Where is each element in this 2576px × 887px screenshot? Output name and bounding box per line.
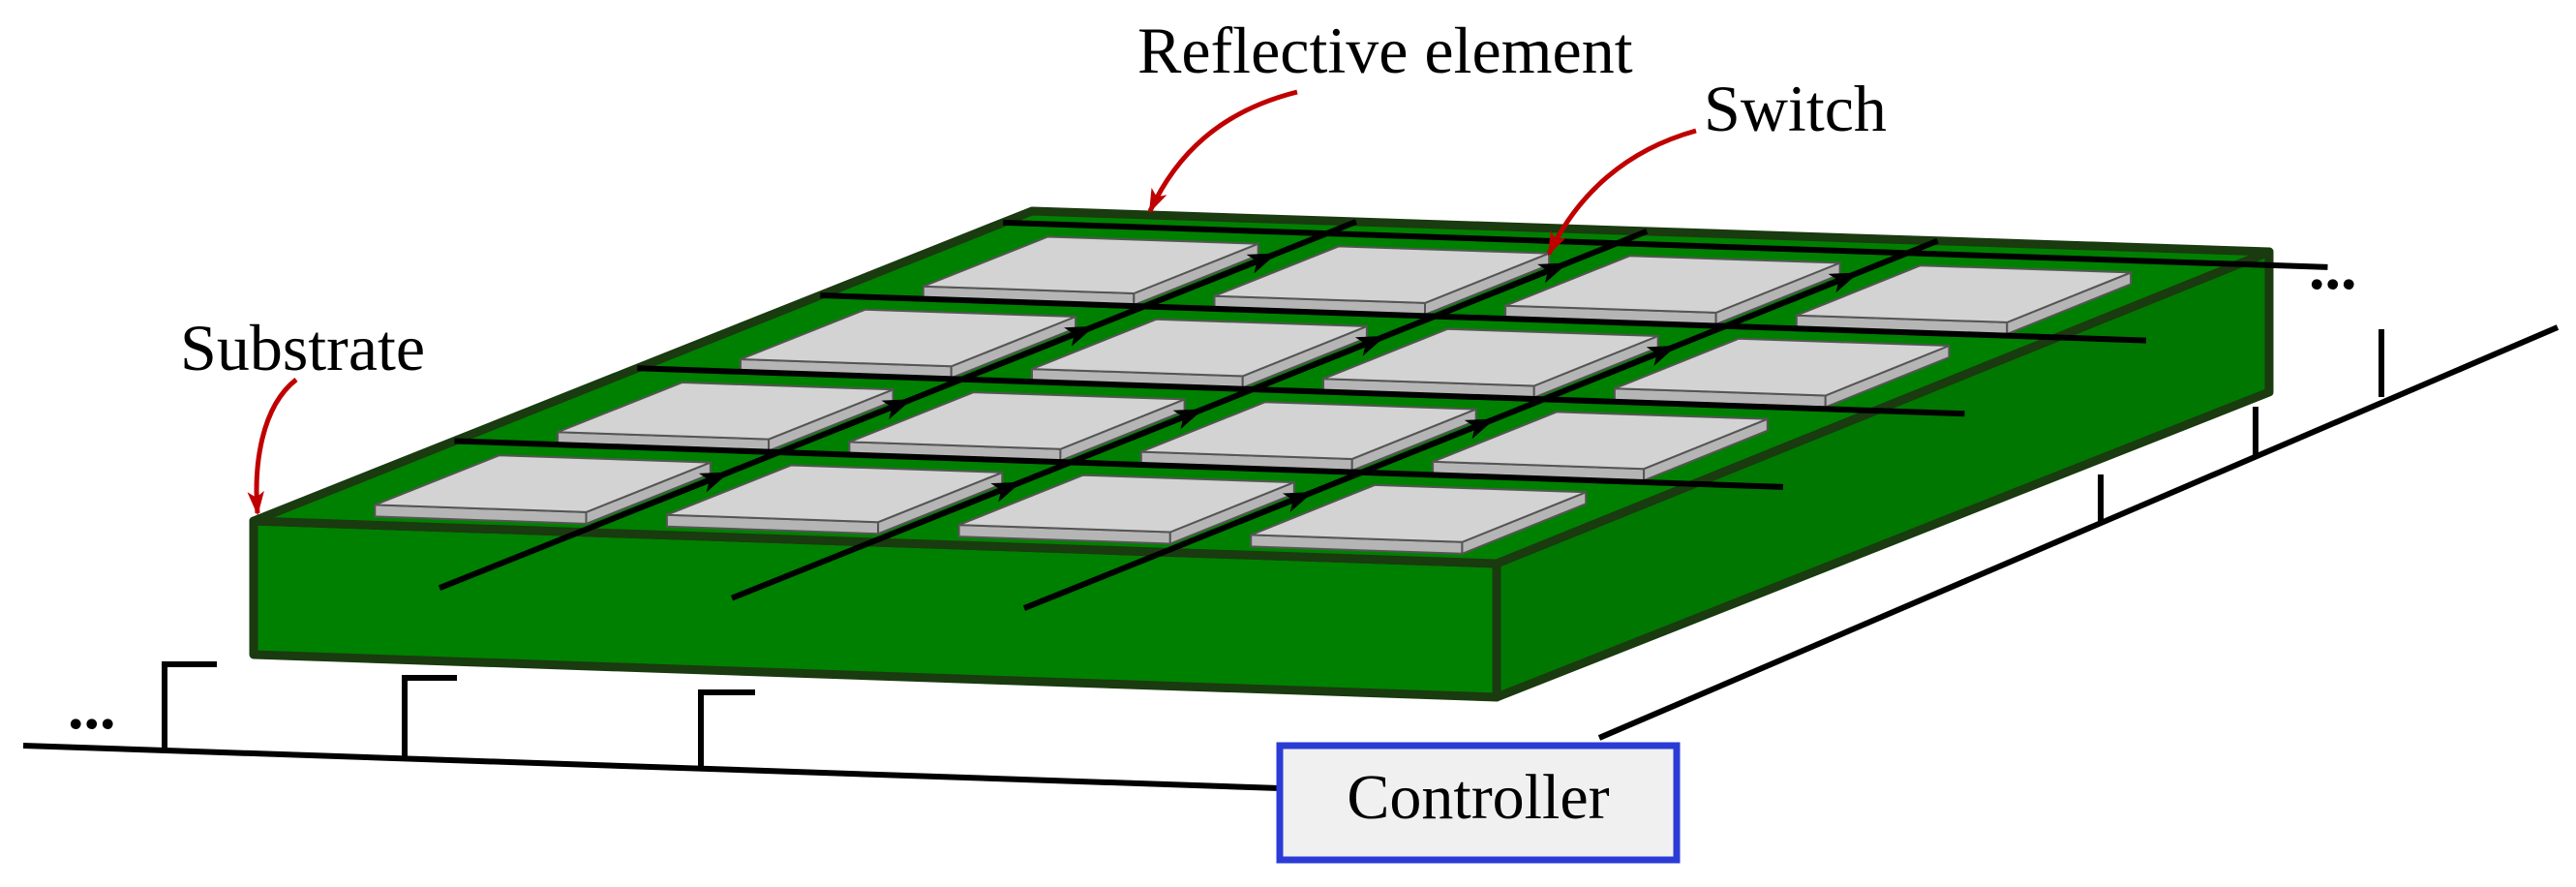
reflective-element-face [557,381,894,441]
row-control-lines [454,219,2328,490]
reflective-element [1613,337,1951,409]
annotations: Reflective element Switch Substrate [180,14,1887,516]
ellipsis-right: ... [2309,232,2357,303]
row-control-line [820,292,2147,344]
switch-arrow [838,397,913,431]
reflective-element-label: Reflective element [1137,14,1633,87]
substrate-pointer [247,378,298,516]
reflective-element [1250,483,1588,556]
reflective-element-face [958,474,1295,534]
reflective-element-pointer [1147,89,1298,214]
controller-box [1276,742,1681,864]
reflective-element [374,454,712,526]
row-control-line [454,438,1783,490]
column-control-lines [438,219,1939,611]
switch-label: Switch [1704,72,1887,145]
reflective-element [957,474,1295,545]
reflective-element-array [374,235,2133,556]
controller: Controller [1276,742,1681,864]
switch-arrow [1203,251,1278,286]
bus-right [1597,324,2560,741]
control-bus [22,324,2560,791]
reflective-element [1031,318,1368,389]
switch-arrow [655,470,730,505]
reflective-element-face [1432,411,1769,471]
switch-arrow [1312,334,1386,368]
reflective-element-face [849,391,1185,450]
drop-left-3 [698,689,755,770]
drop-left-2 [402,675,457,760]
controller-label: Controller [1347,762,1609,833]
switch-arrow [1020,324,1095,358]
row-control-line [637,365,1965,417]
reflective-element [1432,411,1769,482]
reflective-element [1504,255,1841,326]
switch-pointer [1546,128,1697,257]
reflective-element-face [740,308,1076,368]
reflective-element [740,308,1077,380]
reflective-element-face [1614,337,1950,397]
reflective-element-face [1504,255,1840,314]
ellipsis-left: ... [68,672,116,743]
bus-left [22,743,1281,791]
reflective-element [557,381,894,453]
reflective-element-face [1140,401,1477,461]
reflective-element-face [1322,327,1659,387]
drop-left-1 [162,661,217,752]
switch-arrow [1785,270,1860,305]
switch-arrow [948,480,1022,514]
switch-arrow [1603,344,1678,378]
switch-arrow [1239,490,1314,524]
substrate-label: Substrate [180,311,425,384]
switch-arrow [1130,407,1204,442]
switch-arrow [1421,416,1496,451]
switch-arrow [1494,260,1568,295]
reflective-element-face [374,454,712,513]
reflective-element-face [1250,483,1587,543]
reflective-element-face [666,464,1003,524]
row-control-line [1003,219,2328,270]
reflective-element-face [1796,264,2132,323]
reflective-element [1322,327,1659,399]
reflective-element-face [1031,318,1368,378]
reflective-element [1795,264,2133,336]
reflective-element-face [923,235,1259,295]
reflective-element [665,464,1004,535]
